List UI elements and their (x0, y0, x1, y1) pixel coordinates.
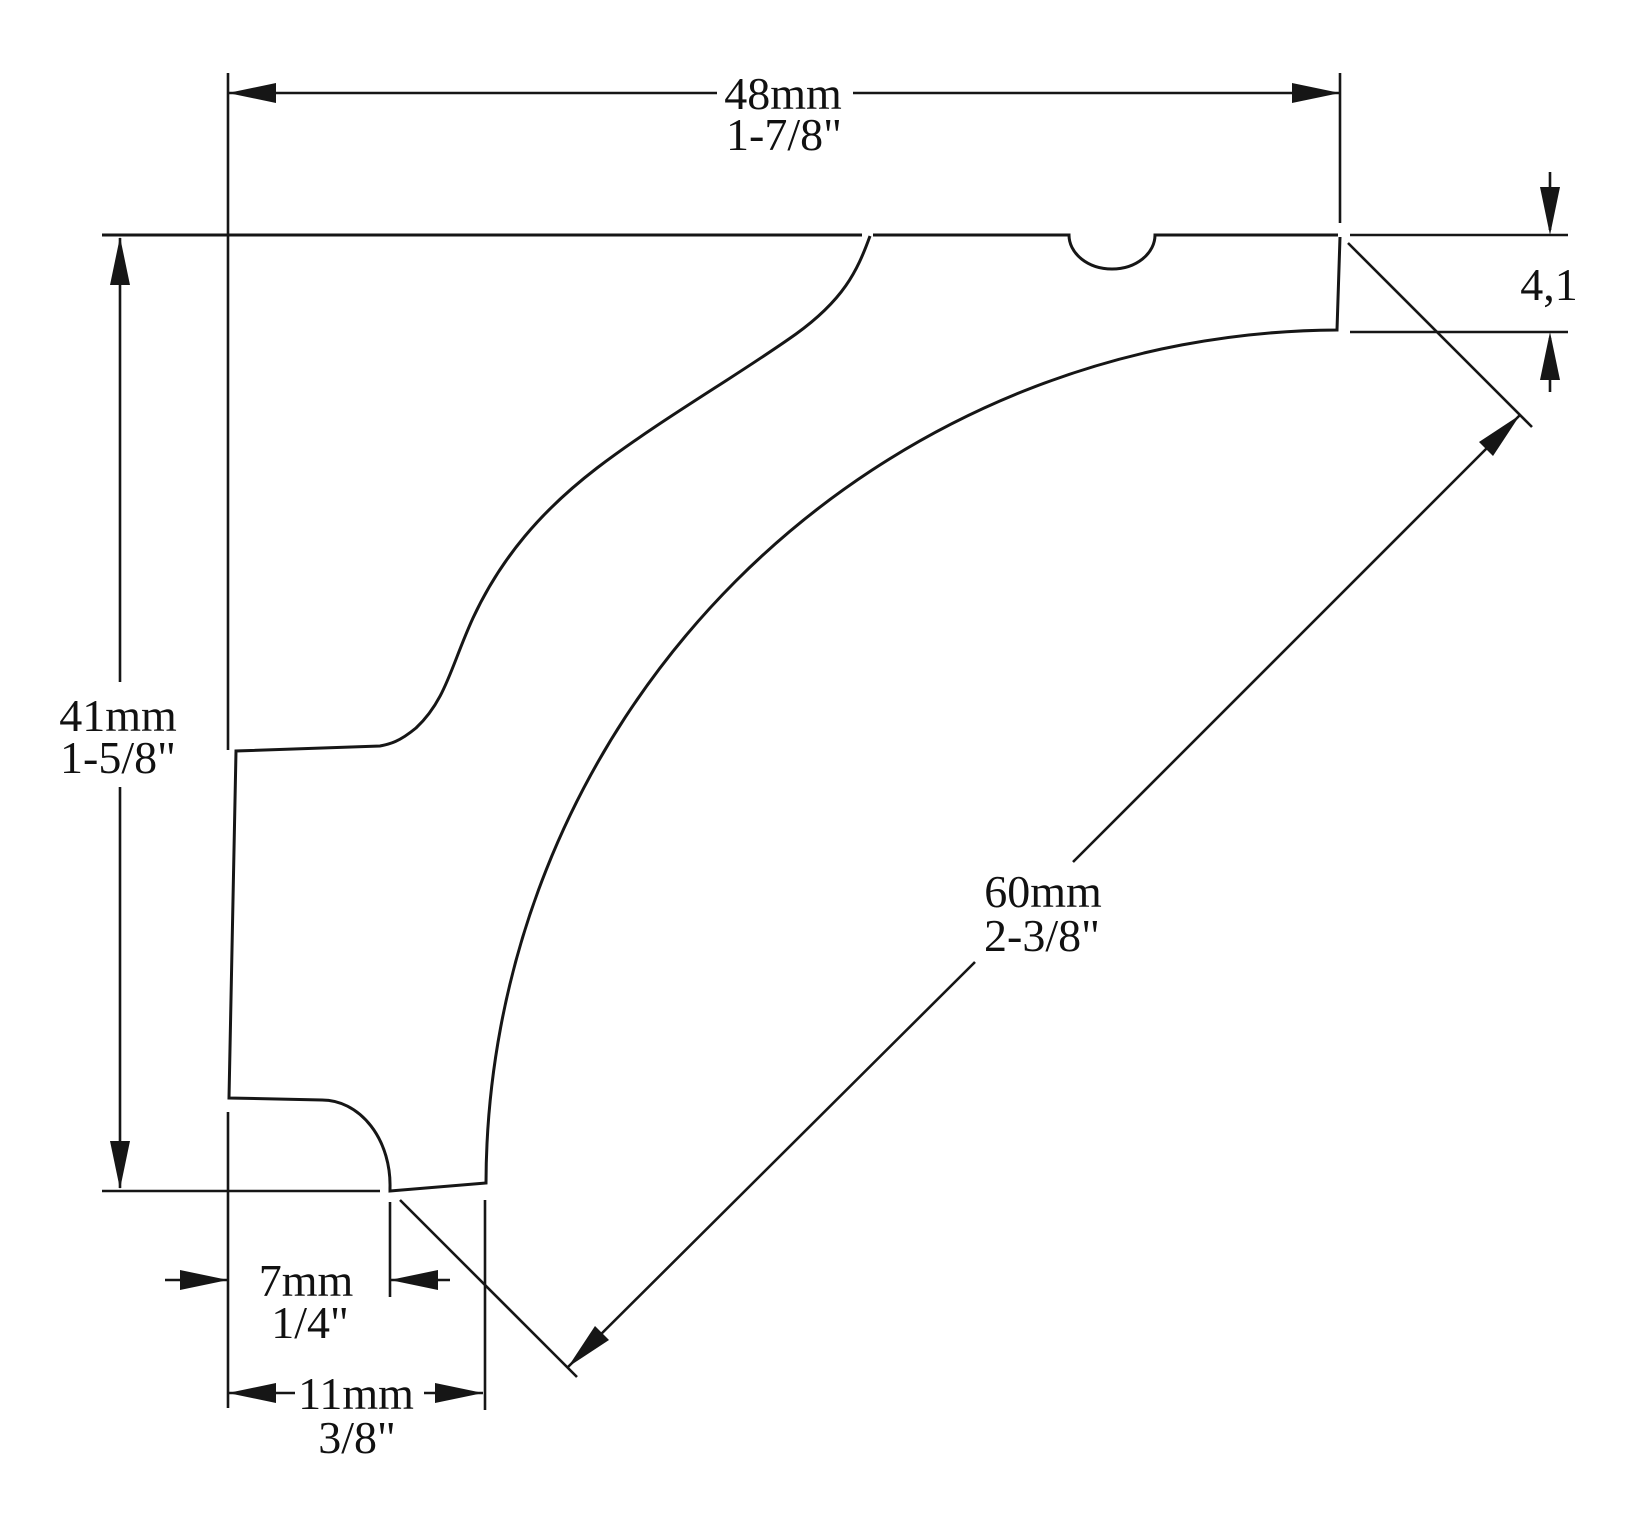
dim-foot-width-metric-label: 7mm (259, 1255, 354, 1306)
dim-lines-right-edge (1350, 172, 1568, 392)
dim-diagonal-metric-label: 60mm (984, 866, 1102, 917)
arrowhead-bottom-width-right (435, 1383, 483, 1403)
arrowhead-right-edge-up (1540, 332, 1560, 380)
arrowhead-foot-width-left (180, 1270, 228, 1290)
dim-left-height-imperial-label: 1-5/8" (60, 732, 176, 783)
arrowhead-bottom-width-left (228, 1383, 276, 1403)
arrowhead-top-width-right (1292, 83, 1340, 103)
arrowhead-left-height-bottom (110, 1141, 130, 1189)
diagonal-extension-top (1347, 242, 1533, 428)
dim-right-edge-label: 4,1 (1520, 259, 1578, 310)
dim-left-height-metric-label: 41mm (59, 690, 177, 741)
dim-foot-width-imperial-label: 1/4" (271, 1297, 349, 1348)
dim-line-diagonal (567, 414, 1521, 1368)
dim-top-width-metric-label: 48mm (724, 68, 842, 119)
arrowhead-left-height-top (110, 237, 130, 285)
dim-top-width-imperial-label: 1-7/8" (726, 109, 842, 160)
profile-body-outline (227, 235, 1342, 1193)
arrowhead-right-edge-down (1540, 187, 1560, 235)
profile-top-edge (102, 233, 1338, 271)
dim-bottom-width-imperial-label: 3/8" (318, 1412, 396, 1463)
dim-diagonal-imperial-label: 2-3/8" (984, 910, 1100, 961)
arrowhead-foot-width-right (390, 1270, 438, 1290)
dim-bottom-width-metric-label: 11mm (298, 1368, 414, 1419)
arrowhead-top-width-left (228, 83, 276, 103)
diagonal-extension-bottom (399, 1199, 578, 1378)
arrowhead-diagonal-bottom (568, 1326, 609, 1367)
arrowhead-diagonal-top (1479, 415, 1520, 456)
